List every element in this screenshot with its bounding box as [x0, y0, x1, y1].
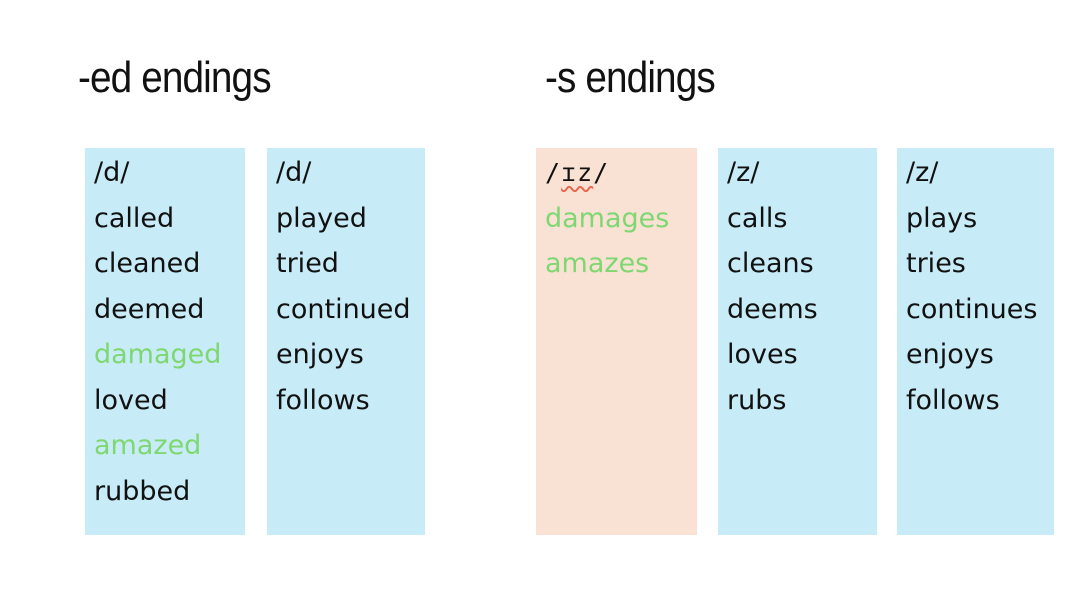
word-highlighted: amazed	[94, 430, 202, 462]
word: cleaned	[94, 248, 201, 280]
s-iz-box: /ɪz/ damages amazes	[536, 148, 697, 535]
word: cleans	[727, 248, 814, 280]
ed-d-box-2: /d/ played tried continued enjoys follow…	[267, 148, 425, 535]
ipa-symbol-spellcheck-underline: ɪz	[561, 158, 594, 188]
word: enjoys	[906, 339, 994, 371]
word: follows	[906, 384, 1000, 416]
ed-endings-title: -ed endings	[78, 53, 272, 102]
ipa-close-slash: /	[593, 158, 610, 188]
word: deems	[727, 293, 818, 325]
ed-d-box-1: /d/ called cleaned deemed damaged loved …	[85, 148, 245, 535]
phoneme-label: /z/	[906, 157, 939, 189]
word: continued	[276, 293, 411, 325]
word: continues	[906, 293, 1038, 325]
word: follows	[276, 384, 370, 416]
word: tries	[906, 248, 966, 280]
phoneme-label: /z/	[727, 157, 760, 189]
word: deemed	[94, 293, 205, 325]
word: played	[276, 202, 367, 234]
word-highlighted: damages	[545, 202, 670, 234]
phoneme-label: /d/	[276, 157, 312, 189]
word: called	[94, 202, 175, 234]
phoneme-label: /d/	[94, 157, 130, 189]
word: tried	[276, 248, 339, 280]
word: calls	[727, 202, 788, 234]
word: plays	[906, 202, 978, 234]
s-z-box-1: /z/ calls cleans deems loves rubs	[718, 148, 877, 535]
word: rubbed	[94, 475, 191, 507]
phoneme-label-ipa: /ɪz/	[545, 150, 697, 196]
word-highlighted: damaged	[94, 339, 222, 371]
word: enjoys	[276, 339, 364, 371]
word: loved	[94, 384, 168, 416]
s-endings-title: -s endings	[545, 53, 716, 102]
word: loves	[727, 339, 798, 371]
ipa-open-slash: /	[545, 158, 562, 188]
word-highlighted: amazes	[545, 248, 650, 280]
word: rubs	[727, 384, 787, 416]
s-z-box-2: /z/ plays tries continues enjoys follows	[897, 148, 1054, 535]
